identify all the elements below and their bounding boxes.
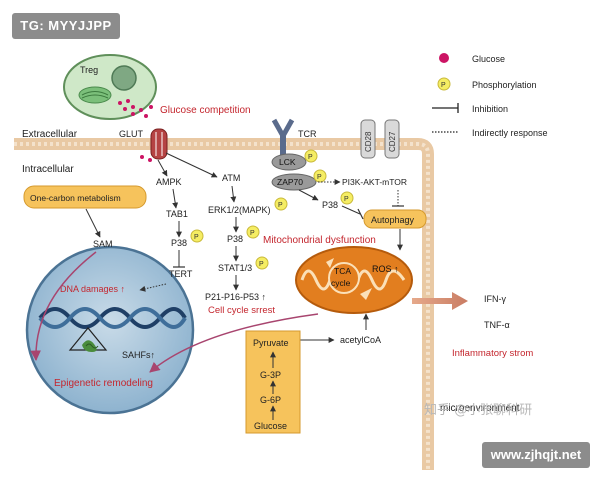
cd27-label: CD27 xyxy=(388,131,397,152)
atm-label: ATM xyxy=(222,173,240,183)
lck-label: LCK xyxy=(279,157,296,167)
phospho-lck-label: P xyxy=(308,154,313,161)
tert-label: TERT xyxy=(169,269,193,279)
zap70-node: ZAP70 xyxy=(271,173,317,191)
inflammatory-label: Inflammatory strom xyxy=(452,348,533,359)
tnf-label: TNF-α xyxy=(484,320,510,330)
sam-to-epigenetic-arrow xyxy=(30,251,97,362)
p21-label: P21-P16-P53 ↑ xyxy=(205,292,266,302)
p38-b-label: P38 xyxy=(227,234,243,244)
mitochondrion xyxy=(295,246,413,314)
p38-c-label: P38 xyxy=(322,200,338,210)
legend-phospho-icon xyxy=(437,77,451,91)
tcr-label: TCR xyxy=(298,129,317,139)
ampk-label: AMPK xyxy=(156,177,182,187)
acetylcoa-label: acetylCoA xyxy=(340,335,381,345)
stat-label: STAT1/3 xyxy=(218,263,252,273)
phospho-icon-erk xyxy=(274,197,288,211)
ros-label: ROS ↑ xyxy=(372,264,399,274)
p38-a-label: P38 xyxy=(171,238,187,248)
legend-phospho-p: P xyxy=(441,82,446,89)
glucose-dots xyxy=(118,99,153,162)
cd28-label: CD28 xyxy=(364,131,373,152)
phospho-erk-label: P xyxy=(278,202,283,209)
legend-phosphorylation: Phosphorylation xyxy=(472,80,537,90)
cd27-receptor: CD27 xyxy=(384,119,400,159)
glut-transporter xyxy=(150,128,168,160)
g6p-label: G-6P xyxy=(260,395,281,405)
legend-glucose-icon xyxy=(439,53,449,63)
acetylcoa-to-epigenetic-arrow xyxy=(149,313,319,373)
cell-cycle-label: Cell cycle srrest xyxy=(208,305,275,316)
phospho-icon-zap70 xyxy=(313,169,327,183)
mito-dysfunction-label: Mitochondrial dysfunction xyxy=(263,235,376,246)
legend-inhibition: Inhibition xyxy=(472,104,508,114)
ifn-label: IFN-γ xyxy=(484,294,506,304)
watermark-zhihu: 知乎 @小张聊科研 xyxy=(424,403,533,418)
treg-label: Treg xyxy=(80,65,98,75)
one-carbon-label: One-carbon metabolism xyxy=(30,193,121,203)
lck-node: LCK xyxy=(271,153,307,171)
phospho-icon-stat xyxy=(255,256,269,270)
cd28-receptor: CD28 xyxy=(360,119,376,159)
watermark-site: www.zjhqjt.net xyxy=(482,442,590,468)
dna-damages-label: DNA damages ↑ xyxy=(60,284,125,294)
tab1-label: TAB1 xyxy=(166,209,188,219)
zap70-label: ZAP70 xyxy=(277,177,303,187)
phospho-icon-lck xyxy=(304,149,318,163)
phospho-icon-p38-a xyxy=(190,229,204,243)
phospho-p38-a-label: P xyxy=(194,234,199,241)
legend-glucose: Glucose xyxy=(472,54,505,64)
intracellular-label: Intracellular xyxy=(22,164,74,175)
sahf-chromatin xyxy=(68,327,108,352)
cycle-label: cycle xyxy=(331,278,351,288)
epigenetic-remodeling-label: Epigenetic remodeling xyxy=(54,378,153,389)
phospho-stat-label: P xyxy=(259,261,264,268)
sahfs-label: SAHFs↑ xyxy=(122,350,155,360)
tcr-receptor xyxy=(271,118,295,155)
dna-helix xyxy=(38,307,187,329)
autophagy-box: Autophagy xyxy=(363,209,427,229)
legend-indirect: Indirectly response xyxy=(472,128,548,138)
microenvironment-label: microenvironment xyxy=(440,403,520,414)
glucose-competition-label: Glucose competition xyxy=(160,105,251,116)
sam-label: SAM xyxy=(93,239,113,249)
pi3k-label: PI3K-AKT-mTOR xyxy=(342,177,407,187)
tca-label: TCA xyxy=(334,266,351,276)
tert-to-dna-indirect xyxy=(139,283,167,292)
treg-cell: Treg xyxy=(63,54,157,120)
autophagy-label: Autophagy xyxy=(371,215,415,225)
cell-membrane xyxy=(14,138,434,470)
phospho-icon-p38-c xyxy=(340,191,354,205)
glut-label: GLUT xyxy=(119,129,144,139)
phospho-zap70-label: P xyxy=(317,174,322,181)
glucose-box-label: Glucose xyxy=(254,421,287,431)
one-carbon-box: One-carbon metabolism xyxy=(23,185,147,209)
legend: Glucose P Phosphorylation Inhibition Ind… xyxy=(432,53,548,138)
phospho-icon-p38-b xyxy=(246,225,260,239)
erk-label: ERK1/2(MAPK) xyxy=(208,205,271,215)
phospho-p38-b-label: P xyxy=(250,230,255,237)
phospho-p38-c-label: P xyxy=(344,196,349,203)
g3p-label: G-3P xyxy=(260,370,281,380)
pyruvate-label: Pyruvate xyxy=(253,338,289,348)
glycolysis-box: Pyruvate G-3P G-6P Glucose xyxy=(245,330,301,434)
watermark-tag: TG: MYYJJPP xyxy=(12,13,120,39)
extracellular-label: Extracellular xyxy=(22,129,78,140)
cytokine-release-arrow xyxy=(412,292,468,310)
